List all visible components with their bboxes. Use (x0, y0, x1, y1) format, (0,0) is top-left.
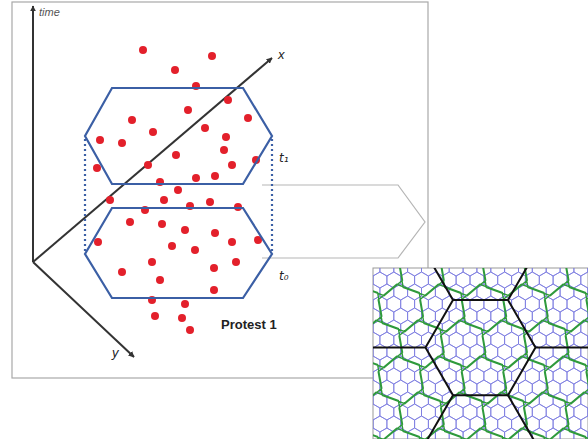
event-dot (93, 164, 101, 172)
event-dot (228, 238, 236, 246)
small-hexagons (373, 268, 588, 439)
event-dot (160, 196, 168, 204)
dotted-edge (271, 139, 273, 251)
event-dot (172, 151, 180, 159)
hexagon-t1 (85, 88, 272, 184)
event-dot (144, 161, 152, 169)
event-dot (192, 174, 200, 182)
event-dot (210, 286, 218, 294)
axis-label: y (112, 346, 119, 359)
dotted-edge (84, 139, 86, 251)
event-dot (106, 196, 114, 204)
event-dot (220, 146, 228, 154)
axes (33, 6, 272, 357)
event-dot (228, 161, 236, 169)
event-dot (232, 258, 240, 266)
event-dot (94, 238, 102, 246)
event-dot (148, 258, 156, 266)
event-dot (174, 186, 182, 194)
time-slice-label: t₁ (279, 152, 289, 164)
event-dot (191, 246, 199, 254)
outer-frame (12, 2, 428, 378)
event-dots (93, 46, 262, 334)
event-dot (186, 326, 194, 334)
medium-hexagons (373, 268, 588, 439)
time-slices (85, 88, 272, 298)
event-dot (151, 312, 159, 320)
event-dot (128, 116, 136, 124)
event-dot (178, 314, 186, 322)
large-hexagons (373, 268, 588, 439)
event-dot (96, 136, 104, 144)
event-dot (208, 52, 216, 60)
y-axis (33, 262, 134, 357)
event-dot (181, 226, 189, 234)
time-axis (32, 6, 34, 262)
event-dot (158, 220, 166, 228)
event-dot (244, 114, 252, 122)
event-dot (201, 124, 209, 132)
event-dot (210, 264, 218, 272)
event-dot (156, 276, 164, 284)
event-dot (139, 46, 147, 54)
event-dot (211, 229, 219, 237)
region-title: Protest 1 (221, 318, 277, 331)
time-slice-label: t₀ (279, 270, 289, 282)
event-dot (224, 96, 232, 104)
event-dot (149, 128, 157, 136)
x-axis (33, 58, 272, 262)
axis-label: x (278, 48, 285, 61)
pointer-shape (262, 185, 425, 258)
event-dot (206, 198, 214, 206)
event-dot (181, 300, 189, 308)
event-dot (118, 268, 126, 276)
event-dot (126, 218, 134, 226)
hexagon-t0 (85, 208, 272, 298)
event-dot (118, 139, 126, 147)
inset-frame (373, 268, 588, 439)
hex-grid (373, 268, 588, 439)
axis-label: time (39, 7, 60, 18)
event-dot (211, 172, 219, 180)
event-dot (184, 106, 192, 114)
inset-tessellation (178, 62, 588, 439)
event-dot (171, 66, 179, 74)
event-dot (168, 242, 176, 250)
event-dot (222, 133, 230, 141)
